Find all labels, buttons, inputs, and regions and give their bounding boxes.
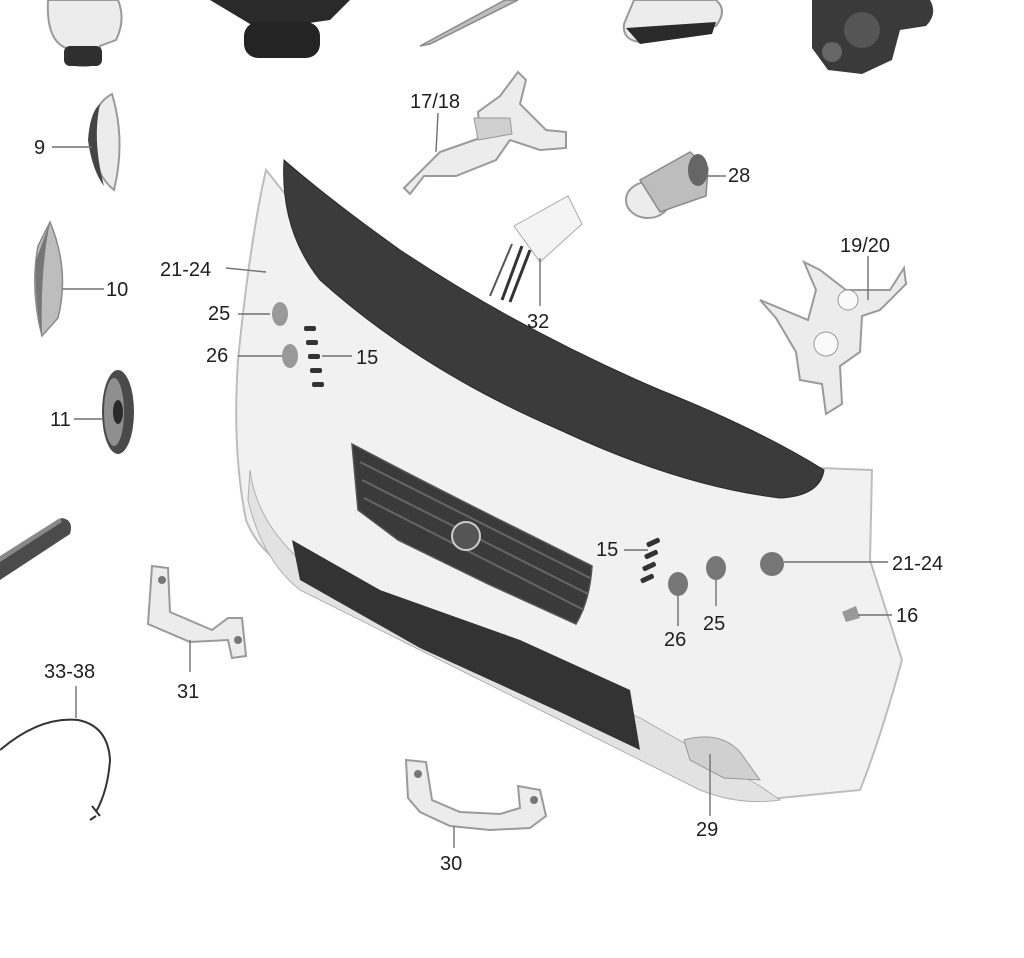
label-25-right: 25 [703,613,725,635]
label-21-24-right: 21-24 [892,553,943,575]
label-33-38: 33-38 [44,661,95,683]
top-block-cropped-part [210,0,350,58]
label-32: 32 [527,311,549,333]
label-9: 9 [34,137,45,159]
label-16: 16 [896,605,918,627]
label-21-24-left: 21-24 [160,259,211,281]
left-rod-part [0,518,71,580]
label-17-18: 17/18 [410,91,460,113]
part-10-lens [34,220,64,338]
top-right-motor-cropped-part [812,0,934,74]
part-17-18-bracket [402,70,567,196]
top-left-cropped-part [46,0,123,67]
label-26-left: 26 [206,345,228,367]
part-19-20-bracket [759,259,908,416]
label-10: 10 [106,279,128,301]
top-lamp-cropped-part [622,0,723,44]
label-30: 30 [440,853,462,875]
part-30-bracket [404,758,548,832]
part-9-side-marker [88,92,121,192]
front-bumper-assembly [235,158,904,803]
label-15-right: 15 [596,539,618,561]
top-rod-cropped-part [419,0,519,47]
part-11-grommet [102,370,134,454]
label-25-left: 25 [208,303,230,325]
label-29: 29 [696,819,718,841]
label-11: 11 [50,409,71,431]
label-31: 31 [177,681,199,703]
part-33-38-cable [0,718,112,821]
label-28: 28 [728,165,750,187]
label-26-right: 26 [664,629,686,651]
label-15-left: 15 [356,347,378,369]
part-32-label-tag [489,195,583,303]
part-28-connector [625,151,709,219]
label-19-20: 19/20 [840,235,890,257]
part-31-bracket [146,564,248,660]
